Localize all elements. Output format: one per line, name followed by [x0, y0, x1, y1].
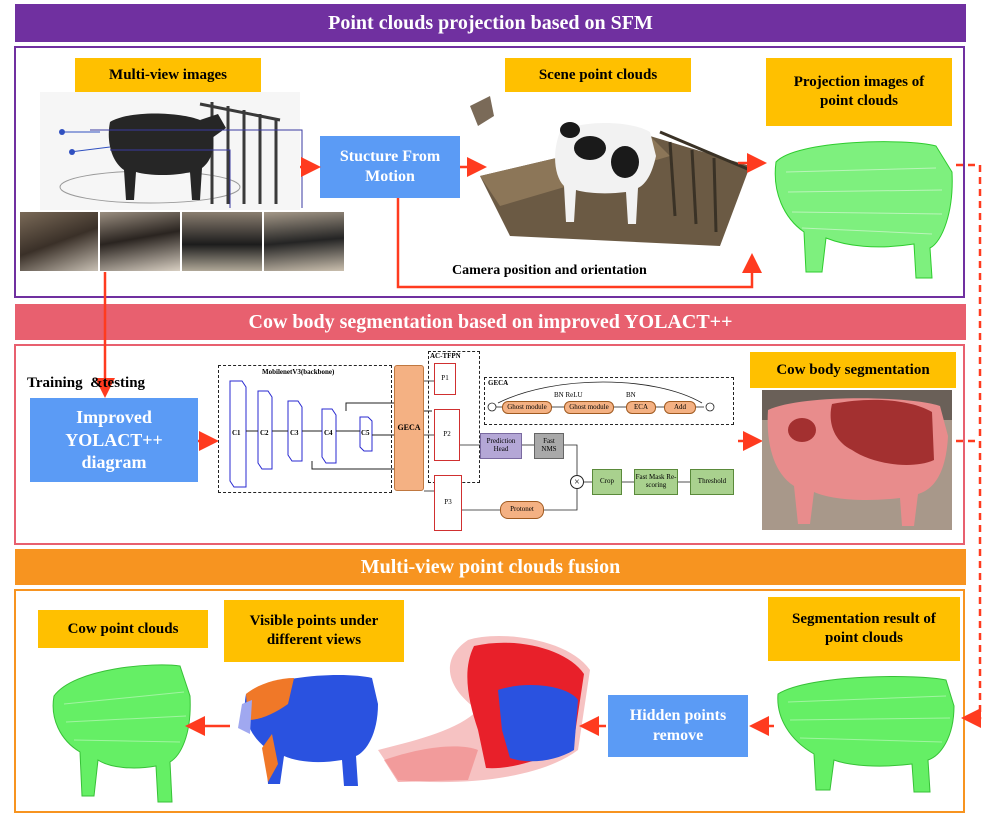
structure-from-motion-box: Stucture From Motion	[320, 136, 460, 198]
cow-body-segmentation-label: Cow body segmentation	[750, 352, 956, 388]
visible-points-blue-cow	[238, 675, 378, 786]
scene-point-clouds-label: Scene point clouds	[505, 58, 691, 92]
crop-block: Crop	[592, 469, 622, 495]
backbone-label: MobilenetV3(backbone)	[262, 368, 335, 376]
cow-point-cloud-green	[52, 664, 191, 803]
geca-ghost-module-1: Ghost module	[502, 401, 552, 414]
multi-view-photo-4	[264, 212, 344, 271]
multi-view-photo-3	[182, 212, 262, 271]
projection-images-label: Projection images of point clouds	[766, 58, 952, 126]
multi-view-photo-2	[100, 212, 180, 271]
stage-c2: C2	[260, 429, 269, 437]
geca-add: Add	[664, 401, 696, 414]
rescoring-block: Fast Mask Re-scoring	[634, 469, 678, 495]
panel-segmentation	[14, 344, 965, 545]
hidden-points-remove-box: Hidden points remove	[608, 695, 748, 757]
cow-body-segmentation-image	[762, 390, 952, 530]
pyramid-p1: P1	[434, 363, 456, 395]
banner-sfm: Point clouds projection based on SFM	[15, 4, 966, 42]
network-flow-lines	[424, 380, 690, 511]
scene-points-red-blue	[378, 635, 590, 783]
geca-eca: ECA	[626, 401, 656, 414]
backbone-box	[218, 365, 392, 493]
training-testing-label: Training &testing	[27, 375, 146, 391]
geca-block: GECA	[394, 365, 424, 491]
combine-symbol: ×	[570, 475, 584, 489]
stage-c4: C4	[324, 429, 333, 437]
segmentation-result-green-cow	[777, 676, 955, 793]
cow-point-clouds-label: Cow point clouds	[38, 610, 208, 648]
banner-fusion: Multi-view point clouds fusion	[15, 549, 966, 585]
protonet: Protonet	[500, 501, 544, 519]
segmentation-result-label: Segmentation result of point clouds	[768, 597, 960, 661]
backbone-stages	[229, 380, 432, 488]
pyramid-p2: P2	[434, 409, 460, 461]
geca-ghost-module-2: Ghost module	[564, 401, 614, 414]
projection-image-green-cow	[766, 132, 956, 282]
stage-c5: C5	[361, 429, 370, 437]
prediction-head: Prediction Head	[480, 433, 522, 459]
network-diagram: MobilenetV3(backbone) C1 C2 C3 C4 C5 GEC…	[216, 351, 738, 531]
geca-annotation-2: BN	[626, 391, 636, 399]
threshold-block: Threshold	[690, 469, 734, 495]
multi-view-photo-1	[20, 212, 98, 271]
improved-yolact-box: Improved YOLACT++ diagram	[30, 398, 198, 482]
camera-lines	[90, 129, 303, 208]
geca-detail-title: GECA	[488, 379, 509, 387]
multi-view-images-label: Multi-view images	[75, 58, 261, 92]
scene-point-cloud-image	[470, 96, 751, 246]
camera-position-caption: Camera position and orientation	[452, 263, 647, 278]
geca-annotation-1: BN ReLU	[554, 391, 583, 399]
panel-sfm	[14, 46, 965, 298]
pyramid-p3: P3	[434, 475, 462, 531]
geca-detail-lines	[487, 381, 715, 412]
banner-segmentation: Cow body segmentation based on improved …	[15, 304, 966, 340]
panel-fusion	[14, 589, 965, 813]
multi-view-capture-illustration	[40, 92, 300, 210]
stage-c3: C3	[290, 429, 299, 437]
geca-detail-box	[484, 377, 734, 425]
fast-nms: Fast NMS	[534, 433, 564, 459]
visible-points-label: Visible points under different views	[224, 600, 404, 662]
ac-tfpn-label: AC-TFPN	[430, 352, 461, 360]
stage-c1: C1	[232, 429, 241, 437]
